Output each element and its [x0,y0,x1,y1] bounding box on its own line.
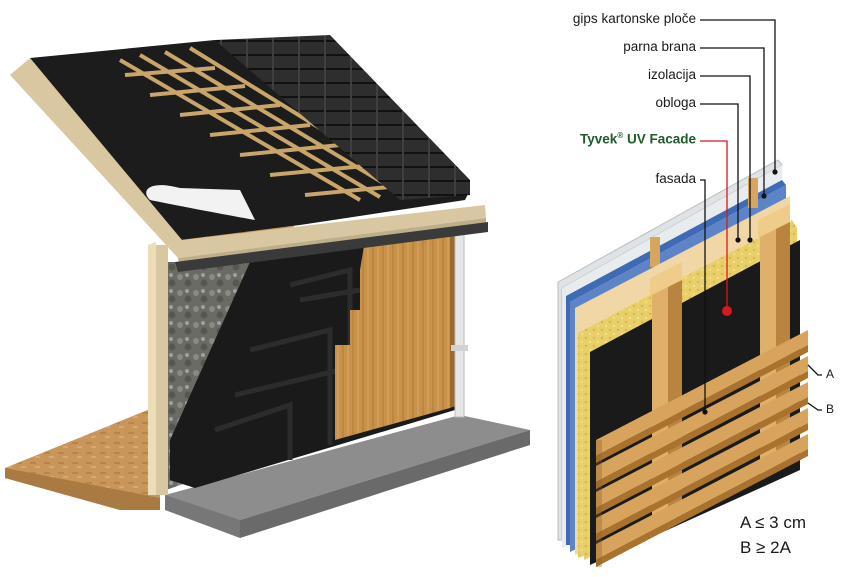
facade-board [596,330,808,463]
leader-end-dots [702,169,778,415]
label-gips-kartonske-ploce: gips kartonske ploče [572,11,696,26]
tyvek-brand: Tyvek [580,131,618,147]
leader-gips [700,19,776,172]
label-obloga: obloga [655,95,696,110]
tyvek-marker-dot [722,306,732,316]
tyvek-product: UV Facade [623,131,696,147]
leader-dim-a [807,364,822,376]
gutter [175,222,488,272]
leader-tyvek [700,140,728,308]
peeled-membrane-corner [146,185,255,220]
floor-slab-edge [5,468,160,510]
vapor-barrier-layer [566,180,786,545]
concrete-walkway [165,415,530,520]
leader-parna [700,47,765,196]
stud-top [650,237,660,267]
roof-battens [118,46,422,202]
label-tyvek-uv-facade: Tyvek® UV Facade [580,131,696,147]
leader-izolacija [700,75,751,240]
roof-tiles [215,35,470,200]
facade-boards [596,330,808,567]
spacing-rule-b: B ≥ 2A [740,538,791,557]
fascia-board [10,58,486,258]
leader-lines [700,19,822,412]
leader-dim-b [807,402,822,411]
concrete-walkway-edge [240,430,530,538]
spacing-rule-a: A ≤ 3 cm [740,513,807,532]
tyvek-registered-mark: ® [617,131,624,140]
leader-fasada [700,179,706,412]
facade-board [596,408,808,541]
facade-board [596,382,808,515]
facade-board [596,356,808,489]
house-cutaway-illustration [5,35,530,538]
facade-board [596,434,808,567]
label-parna-brana: parna brana [623,39,696,54]
label-izolacija: izolacija [647,67,696,82]
wall-layer-diagram [557,19,822,567]
label-dimension-b: B [826,402,835,416]
label-dimension-a: A [826,367,835,381]
downpipe [454,221,465,418]
insulation-layer [578,220,797,558]
leader-obloga [700,103,739,240]
label-fasada: fasada [655,171,696,186]
